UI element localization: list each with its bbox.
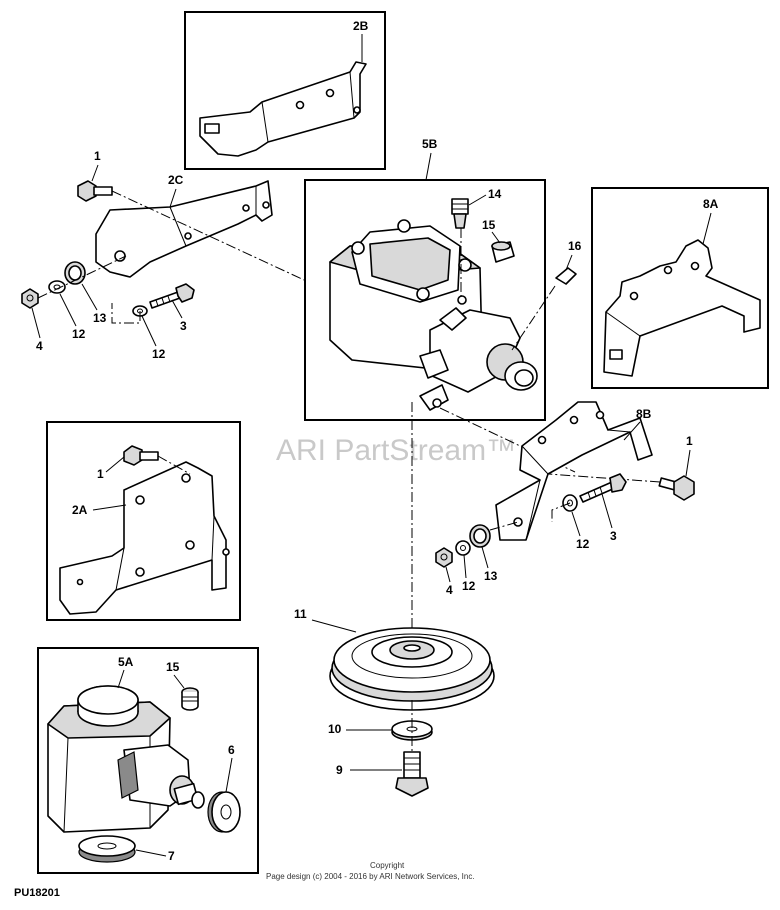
bushing-13-left — [64, 261, 86, 285]
callout-11[interactable]: 11 — [294, 607, 307, 621]
callout-3-left[interactable]: 3 — [180, 319, 187, 333]
key-16 — [555, 267, 577, 285]
bolt-1-topleft — [77, 180, 113, 202]
seal-6 — [207, 791, 241, 833]
pulley-assembly: 11 10 9 — [294, 607, 495, 797]
callout-10[interactable]: 10 — [328, 722, 342, 736]
inset-2a: 1 2A — [46, 421, 241, 621]
callout-8b[interactable]: 8B — [636, 407, 652, 421]
bracket-8a — [603, 239, 761, 377]
callout-16[interactable]: 16 — [568, 239, 582, 253]
gearbox-5a — [47, 685, 205, 833]
callout-15-inset[interactable]: 15 — [166, 660, 180, 674]
cap-15-top — [491, 241, 515, 263]
inset-8a: 8A — [591, 187, 769, 389]
footer-copyright: Copyright — [370, 861, 405, 870]
watermark: ARI PartStream™ — [276, 434, 516, 467]
callout-5a[interactable]: 5A — [118, 655, 134, 669]
callout-1-right[interactable]: 1 — [686, 434, 693, 448]
callout-6[interactable]: 6 — [228, 743, 235, 757]
callout-12-left-a[interactable]: 12 — [72, 327, 86, 341]
callout-4-right[interactable]: 4 — [446, 583, 453, 597]
callout-9[interactable]: 9 — [336, 763, 343, 777]
callout-15-top[interactable]: 15 — [482, 218, 496, 232]
callout-12-right-b[interactable]: 12 — [462, 579, 476, 593]
washer-7 — [78, 835, 136, 863]
callout-1-topleft[interactable]: 1 — [94, 149, 101, 163]
callout-7[interactable]: 7 — [168, 849, 175, 863]
bolt-9 — [395, 751, 429, 797]
washer-10 — [391, 720, 433, 741]
nut-4-right — [435, 547, 453, 568]
callout-12-right-a[interactable]: 12 — [576, 537, 590, 551]
callout-12-left-b[interactable]: 12 — [152, 347, 166, 361]
washer-12-left-a — [48, 280, 66, 294]
callout-3-right[interactable]: 3 — [610, 529, 617, 543]
drawing-id: PU18201 — [14, 887, 60, 899]
bushing-13-right — [469, 524, 491, 548]
callout-2a[interactable]: 2A — [72, 503, 88, 517]
callout-4-left[interactable]: 4 — [36, 339, 43, 353]
callout-5b[interactable]: 5B — [422, 137, 438, 151]
footer-page-design: Page design (c) 2004 - 2016 by ARI Netwo… — [266, 872, 475, 881]
plug-15-inset — [181, 687, 199, 711]
callout-13-left[interactable]: 13 — [93, 311, 107, 325]
vent-plug-14 — [451, 198, 469, 229]
bracket-8b-assembly: 8B 1 3 12 — [435, 401, 695, 597]
bracket-2b — [199, 61, 367, 157]
bracket-2a — [59, 461, 230, 615]
nut-4-left — [21, 288, 39, 309]
bolt-1-right — [658, 475, 695, 501]
callout-14[interactable]: 14 — [488, 187, 502, 201]
callout-8a[interactable]: 8A — [703, 197, 719, 211]
callout-1-inset[interactable]: 1 — [97, 467, 104, 481]
pulley-11 — [329, 627, 495, 711]
callout-2b[interactable]: 2B — [353, 19, 369, 33]
bracket-8b — [495, 401, 653, 541]
bracket-2c-assembly: 1 2C 4 12 13 — [21, 149, 331, 361]
inset-2b: 2B — [184, 11, 386, 170]
washer-12-right-b — [455, 540, 471, 556]
bolt-3-right — [579, 473, 627, 503]
bolt-3-left — [149, 283, 195, 309]
callout-13-right[interactable]: 13 — [484, 569, 498, 583]
callout-2c[interactable]: 2C — [168, 173, 184, 187]
gearbox-5b — [329, 219, 538, 411]
bracket-2c — [95, 180, 273, 278]
inset-5a: 5A 15 6 7 — [37, 647, 259, 874]
gearbox-5b-view: 5B — [304, 137, 576, 646]
